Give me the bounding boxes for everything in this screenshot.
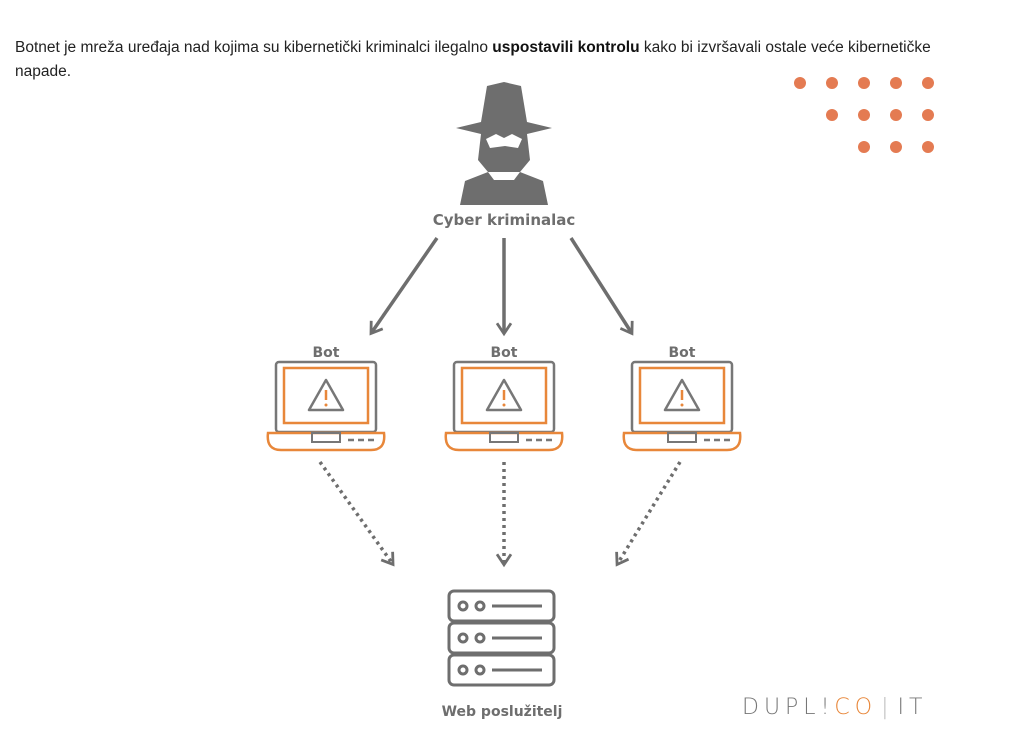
attack-arrows [318, 460, 682, 568]
server-label: Web poslužitelj [442, 704, 563, 720]
intro-paragraph: Botnet je mreža uređaja nad kojima su ki… [15, 36, 975, 84]
bot-laptop-1: Bot [266, 345, 386, 452]
hacker-icon [456, 82, 552, 205]
bot-label: Bot [491, 345, 518, 361]
bot-laptop-3: Bot [622, 345, 742, 452]
intro-text-end: kako bi izvršavali ostale veće kiberneti… [15, 38, 931, 80]
warning-icon [307, 378, 345, 412]
attacker-label: Cyber kriminalac [433, 211, 576, 229]
warning-icon [663, 378, 701, 412]
bot-label: Bot [313, 345, 340, 361]
command-arrows [369, 237, 634, 337]
warning-icon [485, 378, 523, 412]
intro-text: Botnet je mreža uređaja nad kojima su ki… [15, 38, 493, 56]
bot-label: Bot [669, 345, 696, 361]
decorative-dots [794, 77, 934, 153]
intro-bold-text: uspostavili kontrolu [492, 38, 640, 56]
bot-laptop-2: Bot [444, 345, 564, 452]
server-icon [447, 589, 556, 687]
duplico-logo: DUPL!CO|IT [742, 695, 928, 720]
